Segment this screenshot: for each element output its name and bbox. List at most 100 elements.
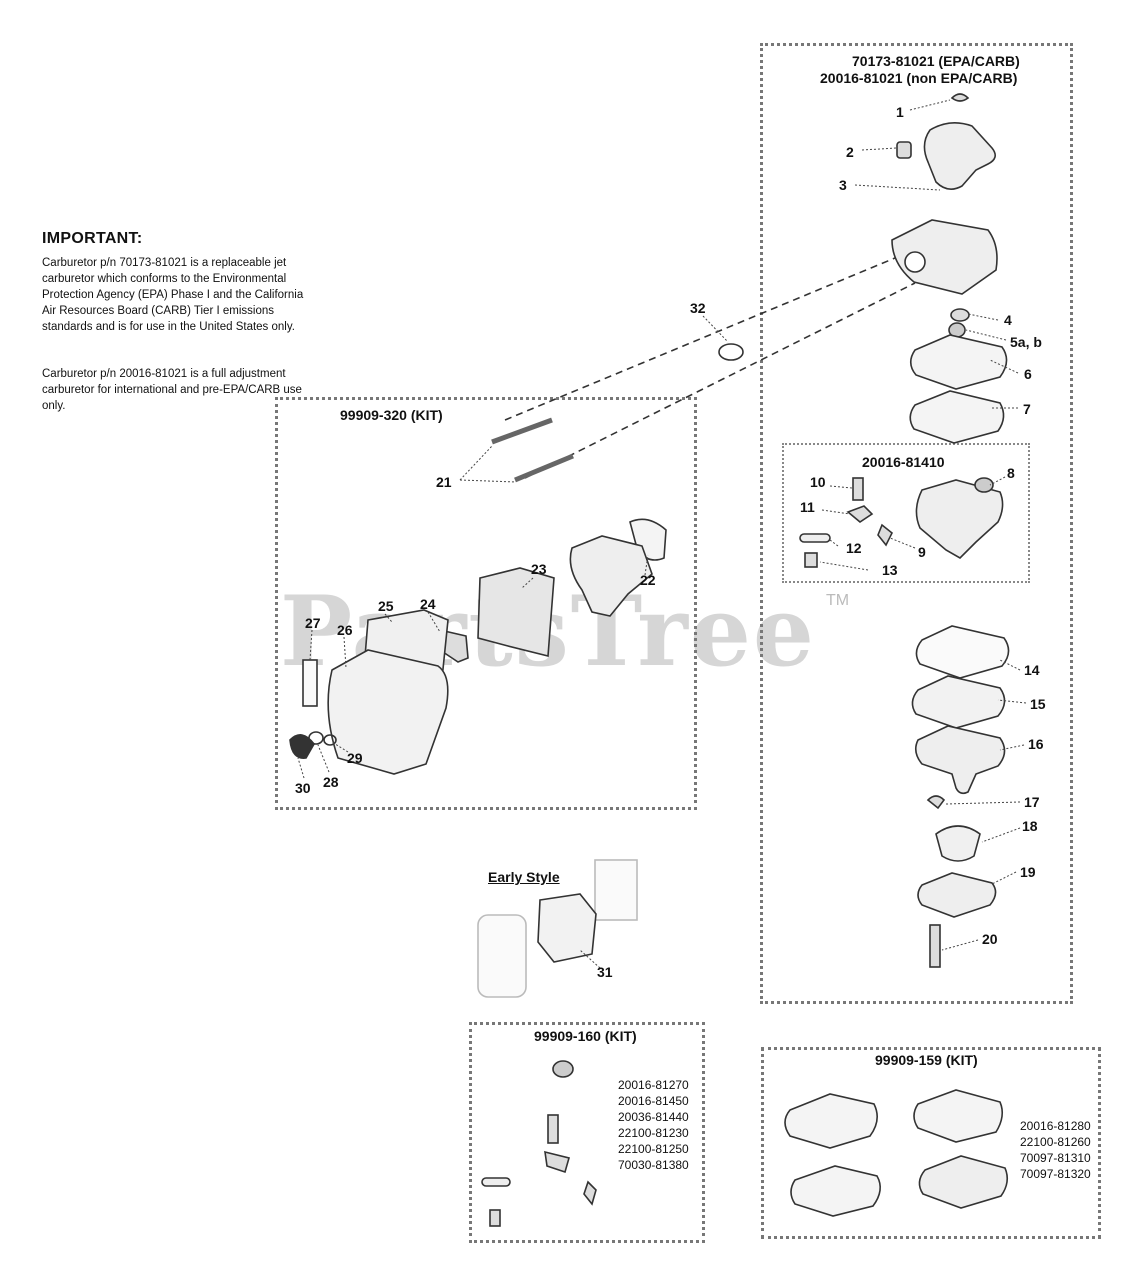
part-31-gasket	[537, 893, 597, 963]
kit-320-box	[275, 397, 697, 810]
callout-27: 27	[305, 615, 321, 631]
kit-159-diaphragm	[918, 1155, 1009, 1209]
callout-23: 23	[531, 561, 547, 577]
early-style-filter	[594, 859, 638, 921]
kit-160-part: 20016-81270	[618, 1078, 689, 1092]
kit-160-part-list: 20016-81270 20016-81450 20036-81440 2210…	[618, 1077, 689, 1173]
part-27-label	[302, 659, 318, 707]
callout-32: 32	[690, 300, 706, 316]
kit-320-title: 99909-320 (KIT)	[340, 407, 443, 423]
early-style-cover	[477, 914, 527, 998]
callout-9: 9	[918, 544, 926, 560]
callout-30: 30	[295, 780, 311, 796]
part-4	[950, 308, 970, 322]
main-assembly-title-1: 70173-81021 (EPA/CARB)	[852, 53, 1020, 69]
callout-2: 2	[846, 144, 854, 160]
kit-160-part: 22100-81230	[618, 1126, 689, 1140]
callout-29: 29	[347, 750, 363, 766]
part-17-clip	[926, 795, 946, 810]
pump-body	[915, 479, 1004, 559]
kit-159-part-list: 20016-81280 22100-81260 70097-81310 7009…	[1020, 1118, 1091, 1182]
carburetor-assembly	[569, 535, 653, 617]
kit-159-box	[761, 1047, 1101, 1239]
callout-18: 18	[1022, 818, 1038, 834]
kit-159-gasket-c	[790, 1165, 881, 1217]
callout-20: 20	[982, 931, 998, 947]
kit-159-part: 20016-81280	[1020, 1119, 1091, 1133]
kit-160-title: 99909-160 (KIT)	[534, 1028, 637, 1044]
part-29-oring	[323, 734, 337, 746]
part-3-body	[923, 122, 996, 190]
callout-7: 7	[1023, 401, 1031, 417]
kit-160-cap	[552, 1060, 574, 1078]
kit-159-part: 22100-81260	[1020, 1135, 1091, 1149]
part-6-gasket	[909, 334, 1008, 390]
callout-14: 14	[1024, 662, 1040, 678]
part-20-bolt	[929, 924, 941, 968]
part-16-cover	[914, 725, 1006, 795]
kit-160-part: 20036-81440	[618, 1110, 689, 1124]
part-10-spring	[852, 477, 864, 501]
important-note-1: Carburetor p/n 70173-81021 is a replacea…	[42, 257, 304, 333]
kit-159-gasket-b	[913, 1089, 1004, 1143]
assembly-line	[524, 282, 916, 479]
kit-160-box	[469, 1022, 705, 1243]
callout-13: 13	[882, 562, 898, 578]
callout-31: 31	[597, 964, 613, 980]
kit-160-part: 70030-81380	[618, 1158, 689, 1172]
callout-11: 11	[800, 499, 815, 515]
part-9-needle	[877, 523, 894, 547]
part-23-adapter	[477, 567, 555, 658]
callout-26: 26	[337, 622, 353, 638]
kit-160-screw	[489, 1209, 501, 1227]
kit-159-gasket-a	[784, 1093, 878, 1149]
part-8-cap	[974, 477, 994, 493]
kit-160-part: 20016-81450	[618, 1094, 689, 1108]
callout-12: 12	[846, 540, 862, 556]
main-assembly-title-2: 20016-81021 (non EPA/CARB)	[820, 70, 1018, 86]
callout-1: 1	[896, 104, 904, 120]
part-32-oring	[718, 343, 744, 361]
kit-160-part: 22100-81250	[618, 1142, 689, 1156]
callout-15: 15	[1030, 696, 1046, 712]
callout-5: 5a, b	[1010, 334, 1042, 350]
callout-28: 28	[323, 774, 339, 790]
callout-6: 6	[1024, 366, 1032, 382]
part-21-bolt	[491, 417, 553, 445]
part-14-gasket	[915, 625, 1010, 679]
part-13-screw	[804, 552, 818, 568]
callout-22: 22	[640, 572, 656, 588]
assembly-line	[504, 257, 896, 421]
subassembly-81410-title: 20016-81410	[862, 454, 945, 470]
part-1-cap	[950, 93, 970, 102]
callout-16: 16	[1028, 736, 1044, 752]
callout-25: 25	[378, 598, 394, 614]
part-26-cover	[327, 649, 449, 775]
kit-159-part: 70097-81310	[1020, 1151, 1091, 1165]
trademark-mark: TM	[826, 592, 850, 609]
kit-159-part: 70097-81320	[1020, 1167, 1091, 1181]
main-assembly-box	[760, 43, 1073, 1004]
callout-3: 3	[839, 177, 847, 193]
part-19-retainer	[917, 872, 997, 918]
callout-8: 8	[1007, 465, 1015, 481]
important-note-2: Carburetor p/n 20016-81021 is a full adj…	[42, 368, 302, 412]
part-11-lever	[846, 505, 874, 523]
carburetor-body	[891, 219, 998, 295]
callout-19: 19	[1020, 864, 1036, 880]
part-2-screw	[896, 141, 912, 159]
kit-159-title: 99909-159 (KIT)	[875, 1052, 978, 1068]
kit-160-lever	[544, 1150, 570, 1174]
kit-160-spring	[547, 1114, 559, 1144]
part-30-knob	[289, 734, 315, 759]
early-style-label: Early Style	[488, 869, 560, 885]
callout-10: 10	[810, 474, 826, 490]
callout-17: 17	[1024, 794, 1040, 810]
kit-160-pin	[481, 1177, 511, 1187]
part-7-gasket	[909, 390, 1005, 444]
callout-24: 24	[420, 596, 436, 612]
kit-160-needle	[583, 1180, 597, 1206]
part-18-primer-bulb	[935, 825, 981, 862]
part-12-pin	[799, 533, 831, 543]
